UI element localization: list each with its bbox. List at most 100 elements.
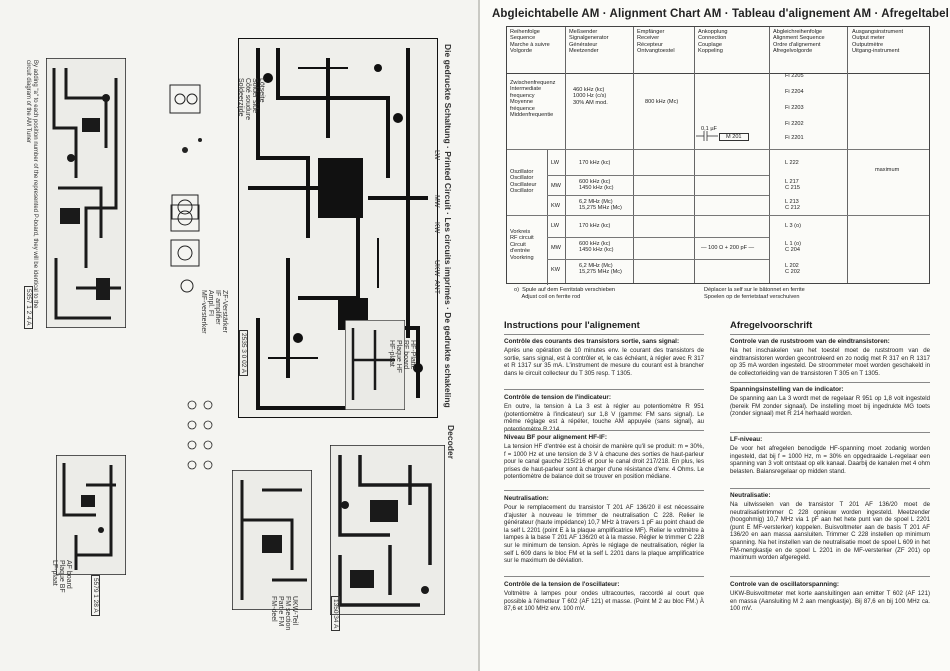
rf-gen-lw: 170 kHz (kc) xyxy=(579,223,611,229)
header-sequence: Reihenfolge Sequence Marche à suivre Vol… xyxy=(510,29,550,54)
row-divider xyxy=(547,195,769,196)
if-fi-2203: Fi 2203 xyxy=(785,105,804,111)
oscillator-label: Oszillator Oscillator Oscillateur Oscill… xyxy=(510,169,537,195)
fr-s3-text: La tension HF d'entrée est à choisir de … xyxy=(504,443,704,481)
output-meter-maximum: maximum xyxy=(875,167,900,173)
if-fi-2205: Fi 2205 xyxy=(785,73,804,79)
if-receiver-setting: 800 kHz (Mc) xyxy=(645,99,679,105)
if-section-label: Zwischenfrequenz Intermediate frequency … xyxy=(510,80,556,119)
footnote-coil-right: Déplacer la self sur le bâtonnet en ferr… xyxy=(704,287,805,300)
pcb-af-board xyxy=(56,455,126,575)
board-code-4: 1350 34 A xyxy=(331,596,340,632)
nl-s1-title: Controle van de ruststroom van de eindtr… xyxy=(730,338,890,345)
board-code-3: 5579 1 28 A xyxy=(91,575,100,616)
legend-af-board: AF board Plaque BF LF-plaat xyxy=(51,560,72,593)
nl-s1-text: Na het inschakelen van het toestel moet … xyxy=(730,347,930,377)
fr-s2-text: En outre, la tension à La 3 est à régler… xyxy=(504,403,704,433)
fr-s4-title: Neutralisation: xyxy=(504,495,549,502)
row-divider xyxy=(547,175,769,176)
rf-coupling: — 100 Ω + 200 pF — xyxy=(701,245,755,251)
if-coupling-symbol xyxy=(696,131,718,141)
osc-gen-kw: 6,2 MHz (Mc) 15,275 MHz (Mc) xyxy=(579,199,622,212)
osc-gen-mw: 600 kHz (kc) 1450 kHz (kc) xyxy=(579,179,614,192)
if-generator-settings: 460 kHz (kc) 1000 Hz (c/s) 30% AM mod. xyxy=(573,87,608,106)
legend-rf-board: HF-Platte RF board Plaque HF HF-plaat xyxy=(388,340,416,374)
header-signal-generator: Meßsender Signalgenerator Générateur Mee… xyxy=(569,29,609,54)
nl-s2-title: Spanningsinstelling van de indicator: xyxy=(730,386,844,393)
fr-instructions-heading: Instructions pour l'alignement xyxy=(504,320,640,331)
osc-gen-lw: 170 kHz (kc) xyxy=(579,160,611,166)
col-divider xyxy=(694,27,695,283)
col-divider xyxy=(565,27,566,283)
osc-band-kw: KW xyxy=(551,203,561,209)
board-code-1: 5357 1 2 4 A xyxy=(24,286,33,329)
legend-solder-side: Lötseite Solder side Côté soudure Soldee… xyxy=(237,78,265,121)
if-fi-2204: Fi 2204 xyxy=(785,89,804,95)
alignment-page: Abgleichtabelle AM · Alignment Chart AM … xyxy=(482,0,950,671)
fr-s5-title: Contrôle de la tension de l'oscillateur: xyxy=(504,581,620,588)
page-fold xyxy=(478,0,480,671)
decoder-label: Decoder xyxy=(446,425,456,460)
pcb-decoder-connector xyxy=(345,320,405,410)
legend-fm-section: UKW-Teil FM section Partie FM FM-deel xyxy=(270,596,298,631)
rf-band-mw: MW xyxy=(551,245,561,251)
nl-s3-text: De voor het afregelen benodigde HF-spann… xyxy=(730,445,930,475)
band-divider xyxy=(547,150,548,285)
if-coupling-box: M 201 xyxy=(719,133,749,142)
rf-band-kw: KW xyxy=(551,267,561,273)
row-divider xyxy=(547,237,769,238)
antenna-label: ANT xyxy=(433,280,440,294)
nl-s3-title: LF-niveau: xyxy=(730,436,763,443)
divider xyxy=(504,490,704,491)
band-label-lw: LW xyxy=(433,150,440,160)
side-note: By adding "a" to each position number of… xyxy=(25,60,38,309)
fr-s5-text: Voltmètre à lampes pour ondes ultracourt… xyxy=(504,590,704,613)
alignment-chart-title: Abgleichtabelle AM · Alignment Chart AM … xyxy=(492,8,950,20)
nl-instructions-heading: Afregelvoorschrift xyxy=(730,320,813,331)
pcb-decoder-board xyxy=(46,58,126,328)
osc-row-bottom xyxy=(507,215,929,216)
band-label-mw: MW xyxy=(433,195,440,208)
nl-s5-title: Controle van de oscillatorspanning: xyxy=(730,581,840,588)
rf-circuit-label: Vorkreis RF circuit Circuit d'entrée Voo… xyxy=(510,229,534,261)
if-fi-2201: Fi 2201 xyxy=(785,135,804,141)
printed-circuit-heading: Die gedruckte Schaltung · Printed Circui… xyxy=(443,44,453,408)
header-output-meter: Ausgangsinstrument Output meter Outputmè… xyxy=(852,29,903,54)
nl-heading-rule xyxy=(730,334,930,335)
osc-align-mw: L 217 C 215 xyxy=(785,179,800,192)
nl-s2-text: De spanning aan La 3 wordt met de regela… xyxy=(730,395,930,418)
rf-align-kw: L 202 C 202 xyxy=(785,263,800,276)
row-divider xyxy=(547,259,769,260)
col-divider xyxy=(847,27,848,283)
nl-s4-title: Neutralisatie: xyxy=(730,492,771,499)
fr-s1-title: Contrôle des courants des transistors so… xyxy=(504,338,680,345)
fr-s2-title: Contrôle de tension de l'indicateur: xyxy=(504,394,611,401)
rf-gen-kw: 6,2 MHz (Mc) 15,275 MHz (Mc) xyxy=(579,263,622,276)
header-alignment-sequence: Abgleichreihenfolge Alignment Sequence O… xyxy=(773,29,825,54)
fr-s3-title: Niveau BF pour alignement HF-IF: xyxy=(504,434,607,441)
divider xyxy=(730,488,930,489)
rf-align-mw: L 1 (o) C 204 xyxy=(785,241,801,254)
rf-gen-mw: 600 kHz (kc) 1450 kHz (kc) xyxy=(579,241,614,254)
osc-align-lw: L 222 xyxy=(785,160,799,166)
transistor-pinout-row xyxy=(187,400,213,470)
divider xyxy=(504,430,704,431)
band-label-kw: KW xyxy=(433,222,440,234)
component-cluster-top xyxy=(169,84,202,220)
divider xyxy=(730,576,930,577)
component-cluster-mid xyxy=(170,204,200,293)
divider xyxy=(730,382,930,383)
fr-s1-text: Après une opération de 10 minutes env. l… xyxy=(504,347,704,377)
if-coupling-cap: 0,1 µF xyxy=(701,126,717,132)
fr-heading-rule xyxy=(504,334,704,335)
header-connection: Ankopplung Connection Couplage Koppeling xyxy=(698,29,728,54)
divider xyxy=(504,389,704,390)
pcb-rf-board xyxy=(330,445,445,615)
footnote-coil-left: o) Spule auf dem Ferritstab verschieben … xyxy=(514,287,616,300)
if-fi-2202: Fi 2202 xyxy=(785,121,804,127)
nl-s4-text: Na uitwisselen van de transistor T 201 A… xyxy=(730,501,930,562)
osc-band-lw: LW xyxy=(551,160,559,166)
board-code-2: 2535 3 0 02 A xyxy=(239,330,248,377)
if-row-bottom xyxy=(507,149,929,150)
table-header-row: Reihenfolge Sequence Marche à suivre Vol… xyxy=(507,27,929,74)
